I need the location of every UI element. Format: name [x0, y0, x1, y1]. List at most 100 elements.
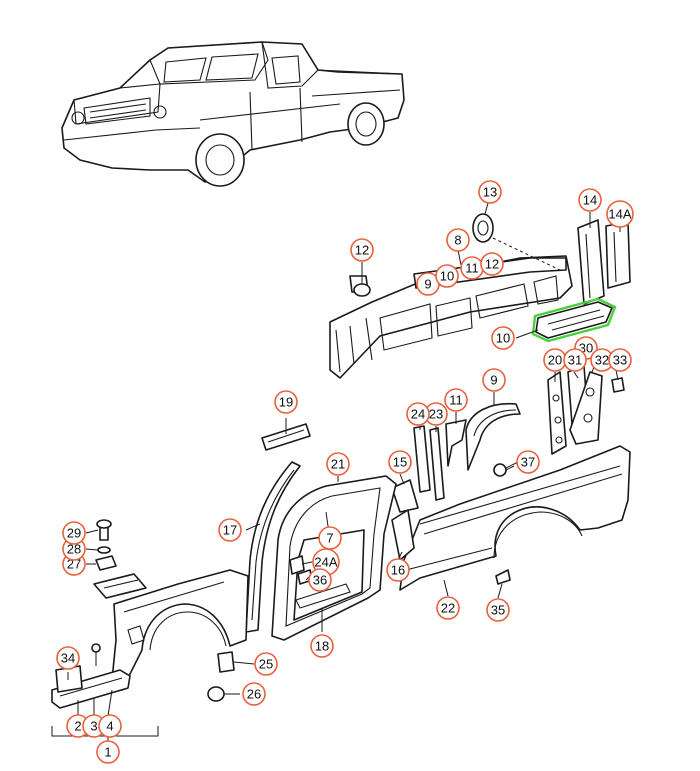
callout-label: 27	[67, 557, 81, 572]
fastener-part-37	[493, 463, 515, 477]
pickup-truck-illustration	[61, 41, 405, 187]
small-parts-25-26	[207, 651, 235, 702]
callout-29[interactable]: 29	[62, 521, 86, 545]
callout-15[interactable]: 15	[388, 450, 412, 474]
callout-8[interactable]: 8	[446, 228, 470, 252]
callout-34[interactable]: 34	[56, 646, 80, 670]
a-pillar-part-17	[245, 461, 301, 633]
callout-label: 21	[331, 457, 345, 472]
callout-label: 23	[429, 407, 443, 422]
callout-16[interactable]: 16	[386, 558, 410, 582]
front-bracket-upper	[93, 573, 147, 599]
callout-ring	[308, 568, 332, 592]
callout-25[interactable]: 25	[254, 652, 278, 676]
fasteners-part-27-29	[95, 519, 117, 571]
window-frame-part-15-16	[391, 479, 419, 561]
callout-35[interactable]: 35	[486, 598, 510, 622]
callout-ring	[62, 521, 86, 545]
callout-26[interactable]: 26	[242, 682, 266, 706]
callout-ring	[435, 264, 459, 288]
callout-ring	[444, 388, 468, 412]
bracket-part-11	[445, 419, 467, 467]
callout-label: 35	[491, 603, 505, 618]
callout-label: 12	[485, 257, 499, 272]
callout-label: 11	[465, 261, 479, 276]
reinforcement-part-10-highlighted	[531, 297, 617, 343]
callout-label: 33	[613, 353, 627, 368]
callout-10[interactable]: 10	[435, 264, 459, 288]
callout-11[interactable]: 11	[460, 256, 484, 280]
callout-10[interactable]: 10	[491, 326, 515, 350]
callout-label: 8	[454, 233, 461, 248]
callout-label: 4	[106, 719, 113, 734]
callout-label: 11	[449, 393, 463, 408]
callout-label: 26	[247, 687, 261, 702]
callout-36[interactable]: 36	[308, 568, 332, 592]
callout-ring	[563, 348, 587, 372]
bracket-part-35	[495, 569, 511, 585]
callout-18[interactable]: 18	[310, 634, 334, 658]
callout-33[interactable]: 33	[608, 348, 632, 372]
callout-ring	[486, 598, 510, 622]
callout-4[interactable]: 4	[98, 714, 122, 738]
callout-ring	[274, 390, 298, 414]
callout-28[interactable]: 28	[62, 537, 86, 561]
callout-14[interactable]: 14	[578, 188, 602, 212]
callout-17[interactable]: 17	[218, 518, 242, 542]
callout-7[interactable]: 7	[318, 526, 342, 550]
rear-corner-pillar-14	[577, 219, 631, 305]
callout-31[interactable]: 31	[563, 348, 587, 372]
callout-label: 24	[411, 407, 425, 422]
callout-label: 36	[313, 573, 327, 588]
callout-ring	[386, 558, 410, 582]
callout-20[interactable]: 20	[543, 348, 567, 372]
callout-11[interactable]: 11	[444, 388, 468, 412]
strips-part-23-24	[413, 425, 445, 501]
callout-label: 15	[393, 455, 407, 470]
callout-label: 9	[424, 277, 431, 292]
callout-label: 10	[440, 269, 454, 284]
callout-label: 3	[90, 719, 97, 734]
callout-label: 29	[67, 526, 81, 541]
callout-9[interactable]: 9	[482, 368, 506, 392]
wheel-arch-part-9	[465, 402, 521, 471]
callout-1[interactable]: 1	[96, 740, 120, 764]
callout-label: 37	[521, 455, 535, 470]
callout-ring	[606, 200, 634, 228]
callout-ring	[608, 348, 632, 372]
callout-label: 25	[259, 657, 273, 672]
callout-32[interactable]: 32	[590, 348, 614, 372]
callout-22[interactable]: 22	[436, 596, 460, 620]
callout-37[interactable]: 37	[516, 450, 540, 474]
callout-12[interactable]: 12	[350, 238, 374, 262]
callout-label: 13	[483, 185, 497, 200]
callout-label: 24A	[314, 555, 337, 570]
callout-ring	[446, 228, 470, 252]
rear-panel-brackets-20-33	[547, 365, 625, 455]
callout-24[interactable]: 24	[406, 402, 430, 426]
lower-rail-parts-2-4	[51, 643, 131, 709]
callout-ring	[254, 652, 278, 676]
callout-ring	[406, 402, 430, 426]
callout-21[interactable]: 21	[326, 452, 350, 476]
callout-ring	[242, 682, 266, 706]
callout-label: 2	[74, 719, 81, 734]
plug-part-13	[472, 213, 561, 271]
callout-12[interactable]: 12	[480, 252, 504, 276]
callout-label: 1	[104, 745, 111, 760]
callout-ring	[350, 238, 374, 262]
front-wheelhouse-part-1	[111, 569, 249, 691]
callout-19[interactable]: 19	[274, 390, 298, 414]
callout-ring	[478, 180, 502, 204]
callout-13[interactable]: 13	[478, 180, 502, 204]
callout-label: 12	[355, 243, 369, 258]
callout-label: 22	[441, 601, 455, 616]
callout-ring	[98, 714, 122, 738]
callout-ring	[56, 646, 80, 670]
callout-label: 7	[326, 531, 333, 546]
callout-14a[interactable]: 14A	[606, 200, 634, 228]
callout-ring	[388, 450, 412, 474]
callout-label: 10	[496, 331, 510, 346]
